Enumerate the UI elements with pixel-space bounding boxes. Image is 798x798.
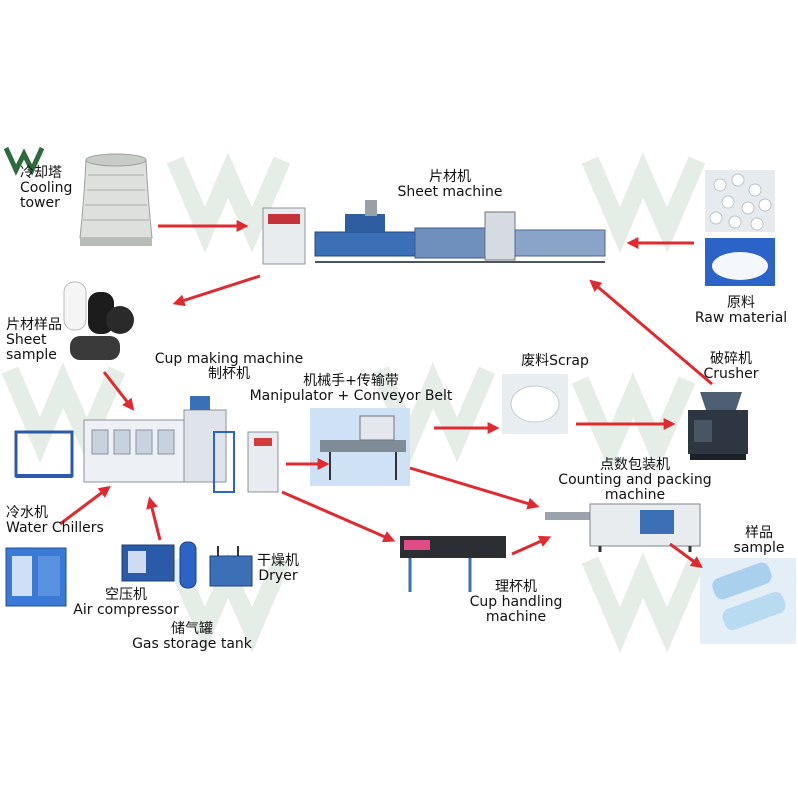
air-compressor-label: 空压机 Air compressor <box>66 588 186 618</box>
watermark-logo <box>581 552 706 654</box>
arrow-handling-to-packing <box>511 535 552 556</box>
raw-material-en: Raw material <box>694 310 788 326</box>
sheet-sample-image <box>63 281 134 360</box>
gas-tank-zh: 储气罐 <box>171 621 213 637</box>
water-chillers-zh: 冷水机 <box>6 505 48 521</box>
sheet-sample-label: 片材样品 Sheet sample <box>6 318 62 363</box>
arrow-chiller-to-cup <box>59 485 111 526</box>
watermark-logo <box>1 362 126 464</box>
manipulator-label: 机械手+传输带 Manipulator + Conveyor Belt <box>238 374 464 404</box>
sheet-machine-image <box>262 200 606 265</box>
manipulator-zh: 机械手+传输带 <box>303 373 399 389</box>
cooling-tower-en1: Cooling <box>20 180 73 196</box>
dryer-image <box>209 546 253 587</box>
arrow-sheet-to-sample <box>172 274 261 307</box>
water-chillers-en: Water Chillers <box>6 520 104 536</box>
sheet-sample-zh: 片材样品 <box>6 317 62 333</box>
manipulator-en: Manipulator + Conveyor Belt <box>249 388 453 404</box>
scrap-text: 废料Scrap <box>521 353 589 369</box>
cup-handling-zh: 理杯机 <box>495 579 537 595</box>
crusher-zh: 破碎机 <box>710 351 752 367</box>
crusher-label: 破碎机 Crusher <box>696 352 766 382</box>
sheet-machine-label: 片材机 Sheet machine <box>380 170 520 200</box>
cooling-tower-label: 冷却塔 Cooling tower <box>20 166 72 211</box>
cup-handling-en2: machine <box>485 609 547 625</box>
counting-packing-image <box>545 503 701 552</box>
cup-making-en: Cup making machine <box>154 351 304 367</box>
sheet-sample-en2: sample <box>6 347 57 363</box>
water-chillers-image <box>5 547 67 607</box>
gas-tank-label: 储气罐 Gas storage tank <box>124 622 260 652</box>
arrow-packing-to-sample <box>669 542 703 569</box>
sheet-sample-en1: Sheet <box>6 332 47 348</box>
sample-label: 样品 sample <box>724 526 794 556</box>
crusher-image <box>688 392 748 460</box>
cup-handling-en1: Cup handling <box>469 594 563 610</box>
raw-material-zh: 原料 <box>727 295 755 311</box>
raw-material-image <box>705 170 775 286</box>
gas-tank-image <box>179 541 197 589</box>
dryer-label: 干燥机 Dryer <box>250 554 306 584</box>
gas-tank-en: Gas storage tank <box>132 636 252 652</box>
air-compressor-en: Air compressor <box>73 602 179 618</box>
crusher-en: Crusher <box>703 366 759 382</box>
cup-making-label: Cup making machine 制杯机 <box>144 352 314 382</box>
cup-making-machine-image <box>14 396 279 493</box>
sheet-machine-zh: 片材机 <box>429 169 471 185</box>
counting-packing-zh: 点数包装机 <box>600 457 670 473</box>
counting-packing-en1: Counting and packing <box>558 472 712 488</box>
arrow-cup-to-handling <box>281 490 396 543</box>
manipulator-image <box>310 408 410 486</box>
dryer-en: Dryer <box>258 568 298 584</box>
arrow-manip-to-packing <box>409 466 540 510</box>
sample-zh: 样品 <box>745 525 773 541</box>
sample-en: sample <box>733 540 785 556</box>
sheet-machine-en: Sheet machine <box>397 184 503 200</box>
cooling-tower-en2: tower <box>20 195 60 211</box>
arrow-air-to-cup <box>146 496 162 541</box>
counting-packing-label: 点数包装机 Counting and packing machine <box>540 458 730 503</box>
dryer-zh: 干燥机 <box>257 553 299 569</box>
cup-handling-label: 理杯机 Cup handling machine <box>464 580 568 625</box>
air-compressor-zh: 空压机 <box>105 587 147 603</box>
counting-packing-en2: machine <box>604 487 666 503</box>
raw-material-label: 原料 Raw material <box>686 296 796 326</box>
watermark-logo <box>166 152 291 254</box>
watermark-logo <box>581 152 706 254</box>
arrow-sample-to-cup <box>102 371 135 411</box>
water-chillers-label: 冷水机 Water Chillers <box>6 506 104 536</box>
cooling-tower-zh: 冷却塔 <box>20 165 62 181</box>
air-compressor-image <box>121 544 175 582</box>
scrap-image <box>502 374 568 434</box>
arrow-crusher-to-sheet <box>589 279 713 386</box>
sample-image <box>700 558 796 644</box>
scrap-label: 废料Scrap <box>510 354 600 369</box>
cup-handling-machine-image <box>400 536 506 592</box>
cooling-tower-image <box>79 153 153 246</box>
cup-making-zh: 制杯机 <box>208 366 250 382</box>
